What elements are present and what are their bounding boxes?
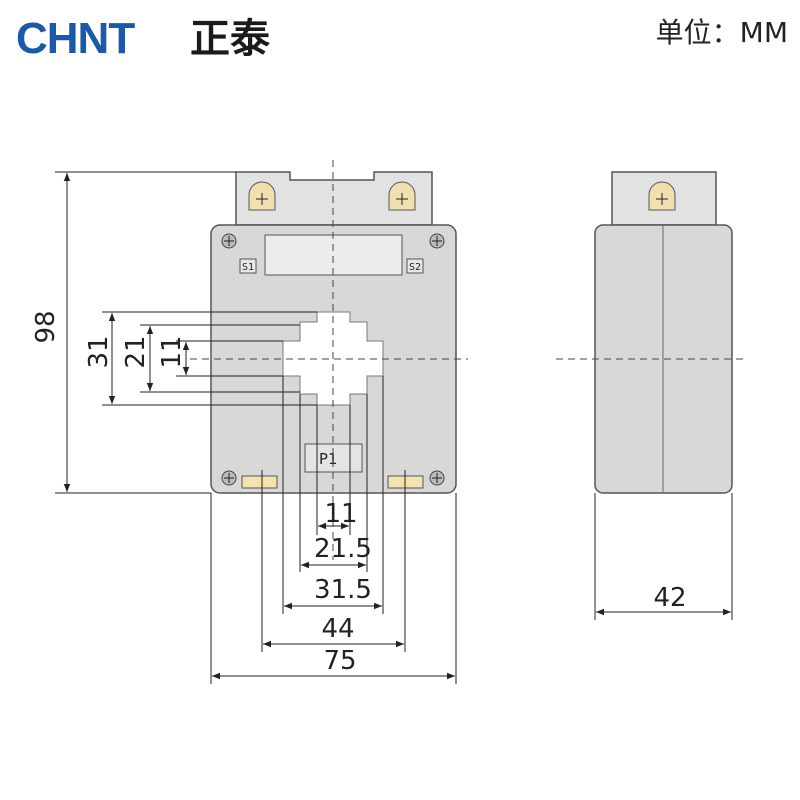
corner-screw-tr <box>429 233 445 249</box>
dim-11-vertical-label: 11 <box>157 335 187 368</box>
front-view: S1 S2 P1 <box>190 160 468 560</box>
label-strip-left <box>241 475 278 489</box>
dim-21-label: 21 <box>121 335 151 368</box>
terminal-block <box>235 171 433 226</box>
top-screw-left <box>248 181 276 211</box>
dim-31-5-label: 31.5 <box>314 575 372 605</box>
dimension-lines: 98 31 21 11 11 21.5 31.5 <box>31 171 733 684</box>
corner-screw-bl <box>221 470 237 486</box>
dim-44-label: 44 <box>321 614 354 644</box>
s1-box <box>239 258 257 274</box>
dim-98-label: 98 <box>31 310 61 343</box>
s2-box <box>406 258 424 274</box>
side-view <box>556 171 748 494</box>
dim-11-horizontal-label: 11 <box>324 499 357 529</box>
p1-label: P1 <box>319 450 337 468</box>
brand-logo-cn: 正泰 <box>190 16 271 62</box>
brand-logo-en: CHNT <box>16 14 135 63</box>
dim-21-5-label: 21.5 <box>314 534 372 564</box>
s1-label: S1 <box>242 262 254 273</box>
dim-42-label: 42 <box>653 583 686 613</box>
side-screw <box>648 181 676 211</box>
unit-label: 单位：MM <box>656 16 788 49</box>
dim-31-label: 31 <box>84 335 114 368</box>
corner-screw-tl <box>221 233 237 249</box>
top-screw-right <box>388 181 416 211</box>
s2-label: S2 <box>409 262 421 273</box>
dim-75-label: 75 <box>323 646 356 676</box>
corner-screw-br <box>429 470 445 486</box>
